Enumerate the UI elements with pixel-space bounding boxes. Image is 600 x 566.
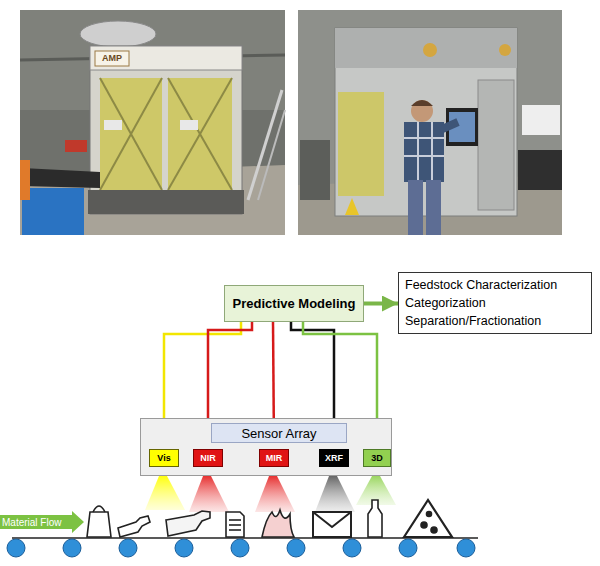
shirt-plaid	[404, 137, 444, 139]
jeans	[426, 180, 441, 235]
pizza-topping	[427, 512, 432, 517]
logo-mark	[499, 44, 511, 56]
yellow-window	[168, 78, 232, 190]
blue-bin	[22, 188, 84, 235]
conveyor	[22, 168, 100, 188]
output-box: Feedstock CharacterizationCategorization…	[398, 272, 592, 334]
node-text: MIR	[266, 453, 283, 463]
brace	[100, 78, 162, 190]
pizza-icon	[404, 500, 452, 537]
bag-icon	[87, 512, 111, 537]
node-text: Separation/Fractionation	[405, 312, 541, 330]
shirt-plaid	[431, 122, 433, 182]
sensor-array-box: Sensor ArrayVis NIR MIR XRF 3D	[140, 418, 392, 476]
sensor-box: Vis	[149, 449, 179, 467]
cabinet-top	[335, 28, 517, 68]
bright-window	[522, 105, 560, 135]
splash-icon	[262, 510, 294, 537]
machine-photo-left	[20, 10, 285, 235]
equipment	[300, 140, 330, 200]
node-text: Vis	[157, 453, 170, 463]
warning-sign	[180, 120, 198, 130]
sensor-box: MIR	[259, 449, 289, 467]
vis-beam	[145, 476, 185, 510]
sensor-box: XRF	[319, 449, 349, 467]
node-text: XRF	[325, 453, 343, 463]
orange-post	[20, 160, 30, 200]
wet-floor-sign	[345, 198, 359, 215]
plaid-shirt	[404, 122, 444, 182]
roller	[175, 539, 193, 557]
sensor-beams	[145, 476, 396, 512]
sensor-box: 3D	[363, 449, 391, 467]
hair	[411, 100, 433, 106]
raised-arm	[440, 122, 458, 130]
node-text: Feedstock Characterization	[405, 276, 557, 294]
flow-arrow: Material Flow	[0, 511, 84, 533]
machine-photo-right	[298, 10, 562, 235]
roller	[63, 539, 81, 557]
node-text: Sensor Array	[211, 423, 347, 443]
node-text: 3D	[371, 453, 383, 463]
node-text: Categorization	[405, 294, 486, 312]
red-hose	[65, 140, 87, 152]
pizza-topping	[421, 522, 427, 528]
bottle-icon	[166, 511, 210, 536]
sorter-frame	[90, 46, 242, 214]
xrf-beam	[315, 476, 355, 512]
roller	[399, 539, 417, 557]
roller	[457, 539, 475, 557]
frame-base	[88, 190, 244, 214]
node-text: Material Flow	[2, 517, 61, 528]
conveyor-belt	[7, 538, 478, 557]
paper-icon	[226, 512, 244, 537]
bottle-icon	[368, 500, 382, 537]
shirt-plaid	[404, 155, 444, 157]
paper-line	[229, 519, 241, 521]
bag-handle	[93, 506, 105, 512]
roller	[119, 539, 137, 557]
logo-mark	[423, 43, 437, 57]
shirt-plaid	[417, 122, 419, 182]
brace	[168, 78, 232, 190]
yellow-window	[100, 78, 162, 190]
node-text: NIR	[200, 453, 216, 463]
nir-beam	[189, 476, 229, 512]
roller	[287, 539, 305, 557]
brace	[100, 78, 162, 190]
logo-plate	[95, 51, 129, 66]
pizza-topping	[431, 527, 437, 533]
paper-line	[229, 529, 241, 531]
air-tank	[80, 21, 156, 47]
sensor-box: NIR	[193, 449, 223, 467]
envelope-icon	[313, 512, 351, 537]
head	[411, 100, 433, 122]
waste-items	[87, 500, 452, 537]
workbench	[518, 150, 562, 190]
roller	[343, 539, 361, 557]
stair-rail	[258, 110, 285, 200]
frame-header	[90, 46, 242, 70]
yellow-window	[338, 92, 384, 196]
side-panel	[478, 80, 514, 210]
bottle-icon	[118, 516, 150, 537]
warning-sign	[104, 120, 122, 130]
logo-text: AMP	[95, 51, 129, 66]
mir-beam	[255, 476, 295, 512]
roller	[7, 539, 25, 557]
envelope-flap	[313, 512, 351, 527]
photo-background	[20, 10, 285, 235]
roller	[231, 539, 249, 557]
paper-line	[229, 524, 241, 526]
model-box: Predictive Modeling	[224, 285, 364, 322]
stair-rail	[248, 90, 282, 200]
output-arrow	[364, 302, 398, 306]
photo-background	[298, 10, 562, 235]
brace	[168, 78, 232, 190]
jeans	[408, 180, 423, 235]
arrow-body	[0, 511, 84, 533]
node-text: Predictive Modeling	[233, 296, 356, 311]
